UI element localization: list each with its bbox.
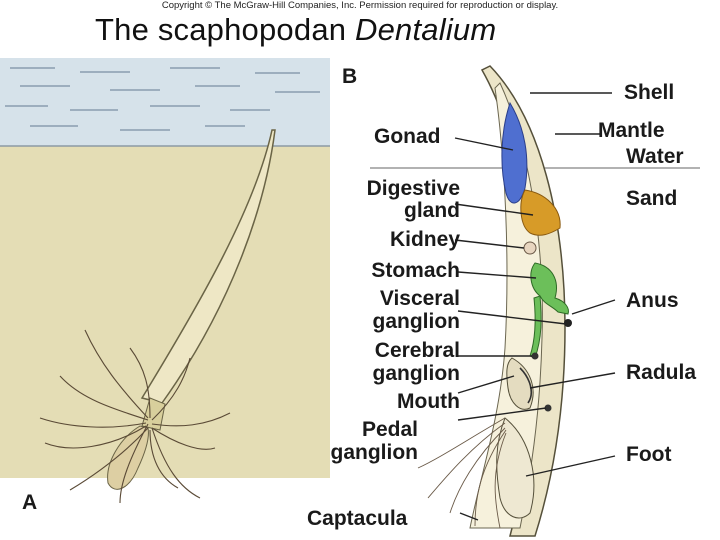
label-shell: Shell [624, 81, 675, 104]
visceral-ganglion-organ [564, 319, 572, 327]
label-water: Water [626, 145, 684, 168]
label-digestive: Digestive [366, 177, 460, 200]
panel-b-letter: B [342, 65, 358, 88]
foot-organ [496, 417, 535, 519]
leader-lines [454, 92, 616, 521]
label-visceral: Visceral [379, 287, 460, 310]
title-genus: Dentalium [355, 12, 497, 47]
label-cerebral: Cerebral [374, 339, 460, 362]
kidney-organ [523, 241, 537, 255]
panel-a-illustration [0, 58, 330, 540]
label-pedal-ganglion: ganglion [330, 441, 419, 464]
foot-a [107, 425, 149, 490]
shell-aperture [141, 397, 166, 431]
mouth-organ [506, 357, 534, 410]
shell-a [140, 129, 276, 404]
panel-b-anatomy: B Gonad Digestive gland Kidney Stomach V… [307, 58, 720, 540]
label-cerebral-ganglion: ganglion [372, 362, 461, 385]
label-kidney: Kidney [389, 228, 460, 251]
label-gonad: Gonad [374, 125, 441, 148]
panel-a-burrowed-animal: A [0, 58, 330, 540]
title-prefix: The scaphopodan [95, 12, 356, 47]
label-visceral-ganglion: ganglion [372, 310, 461, 333]
label-mouth: Mouth [397, 390, 460, 413]
label-mantle: Mantle [598, 119, 665, 142]
label-radula: Radula [626, 361, 697, 384]
label-gland: gland [404, 199, 460, 222]
label-stomach: Stomach [371, 259, 460, 282]
sand-region [0, 146, 330, 540]
label-anus: Anus [626, 289, 679, 312]
captacula-a [39, 329, 231, 504]
digestive-gland-organ [520, 189, 561, 236]
panel-a-letter: A [22, 491, 38, 514]
label-foot: Foot [626, 443, 672, 466]
figure-title: The scaphopodan Dentalium [95, 12, 496, 48]
captacula-b [417, 417, 507, 529]
radula-organ [519, 367, 532, 404]
label-pedal: Pedal [361, 418, 418, 441]
label-sand: Sand [626, 187, 678, 210]
stomach-organ [530, 262, 569, 315]
water-region [0, 58, 330, 146]
copyright-notice: Copyright © The McGraw-Hill Companies, I… [161, 0, 559, 11]
panel-b-illustration [370, 65, 700, 537]
pedal-ganglion-organ [544, 404, 552, 412]
gonad-organ [501, 101, 528, 204]
water-ripples [5, 67, 320, 131]
cerebral-ganglion-organ [531, 352, 539, 360]
label-captacula: Captacula [307, 507, 408, 530]
white-bottom [0, 478, 330, 540]
